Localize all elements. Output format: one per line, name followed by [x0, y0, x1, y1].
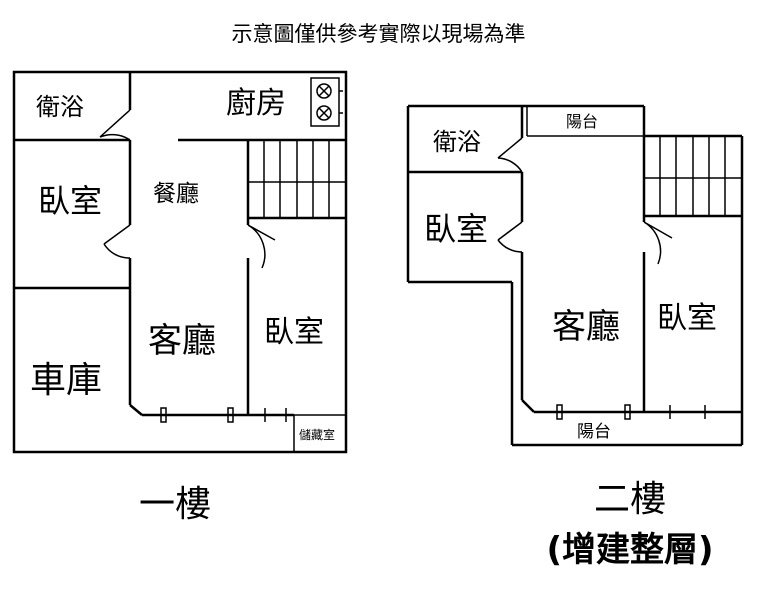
floor1-title: 一樓 — [138, 484, 211, 525]
floor2-staircase — [644, 136, 742, 216]
floor2-door — [497, 137, 523, 173]
room-label-floor1-garage: 車庫 — [30, 360, 102, 401]
room-label-floor2-bedroom-right: 臥室 — [657, 301, 717, 336]
floor1-staircase — [248, 140, 346, 218]
room-label-floor2-living: 客廳 — [552, 307, 620, 347]
room-label-floor2-bathroom: 衛浴 — [433, 128, 481, 156]
disclaimer-notice: 示意圖僅供參考實際以現場為準 — [231, 22, 526, 46]
floor2-title: 二樓 — [593, 479, 666, 520]
floor2-door — [497, 221, 523, 253]
room-label-floor1-bedroom-left: 臥室 — [38, 182, 102, 220]
floor1-plan: 衛浴 廚房 臥室 餐廳 客廳 臥室 車庫 儲藏室 — [12, 70, 348, 454]
floor2-subtitle: (增建整層) — [546, 530, 714, 570]
floor2-door — [643, 221, 673, 265]
room-label-floor1-bathroom: 衛浴 — [36, 93, 84, 121]
floor1-door — [247, 224, 276, 269]
room-label-floor2-balcony-bottom: 陽台 — [577, 422, 611, 442]
floor2-window — [556, 404, 563, 420]
room-label-floor1-dining: 餐廳 — [153, 181, 199, 207]
stove-icon — [310, 77, 343, 127]
floor1-wall — [129, 404, 143, 416]
room-label-floor1-storage: 儲藏室 — [299, 427, 335, 442]
floor1-outer-wall — [12, 70, 348, 454]
room-label-floor1-kitchen: 廚房 — [226, 86, 286, 121]
floor1-window — [160, 407, 167, 423]
floor2-plan: 衛浴 陽台 臥室 客廳 臥室 陽台 — [406, 104, 744, 447]
floor2-wall — [521, 399, 535, 413]
room-label-floor2-balcony-top: 陽台 — [566, 112, 598, 131]
floor2-window — [624, 404, 631, 420]
floor1-door — [99, 109, 131, 141]
room-label-floor1-bedroom-right: 臥室 — [264, 315, 324, 350]
floor1-window — [227, 407, 234, 423]
floor1-door — [103, 224, 131, 259]
room-label-floor1-living: 客廳 — [148, 321, 216, 361]
room-label-floor2-bedroom-left: 臥室 — [424, 210, 488, 248]
